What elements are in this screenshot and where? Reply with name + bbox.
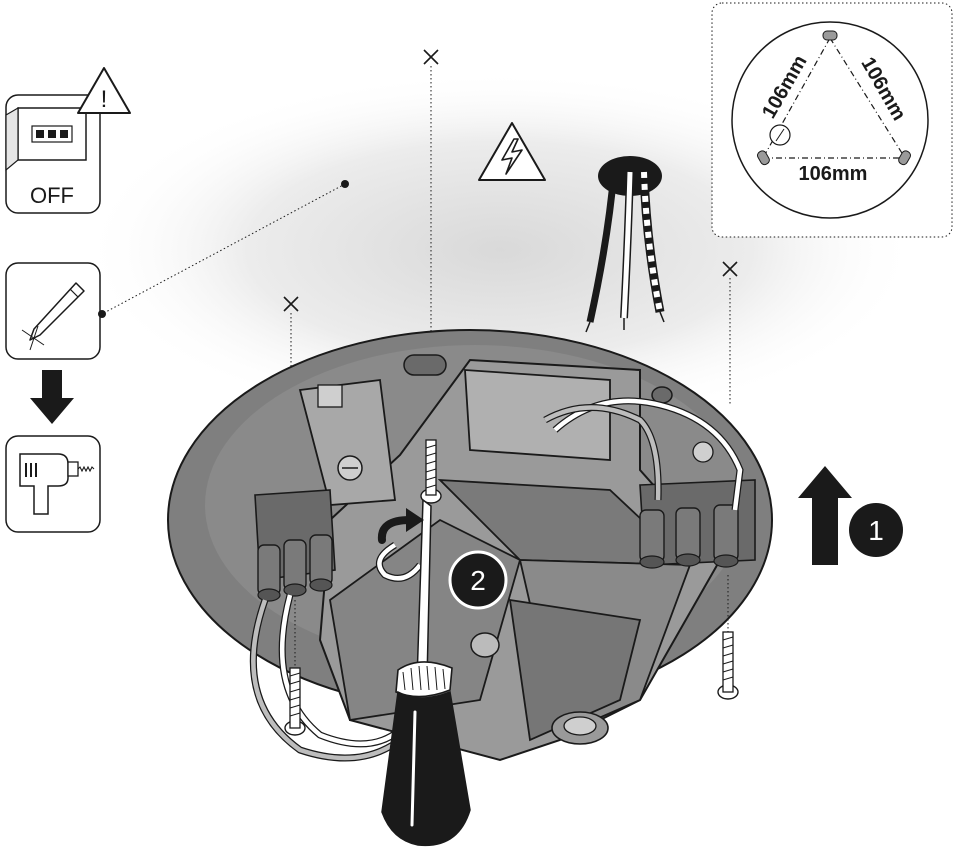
lift-arrow-icon [798,466,852,565]
step-badge-2: 2 [450,552,506,608]
mounting-plate [168,330,772,760]
breaker-off-label: OFF [30,183,74,208]
step-badge-1: 1 [849,503,903,557]
pencil-mark-icon [6,263,100,359]
mark-point-dot [98,310,106,318]
template-bottom-distance: 106mm [799,163,868,185]
drill-template-inset: 106mm 106mm 106mm [712,3,952,237]
breaker-switches [36,130,68,138]
warning-exclamation: ! [101,86,108,113]
mark-point-dot [341,180,349,188]
left-terminal-block [255,490,335,601]
warning-triangle-icon: ! [78,68,130,113]
step-1-label: 1 [868,515,884,546]
arrow-down-icon [30,370,74,424]
step-2-label: 2 [470,565,486,596]
drill-icon [6,436,100,532]
